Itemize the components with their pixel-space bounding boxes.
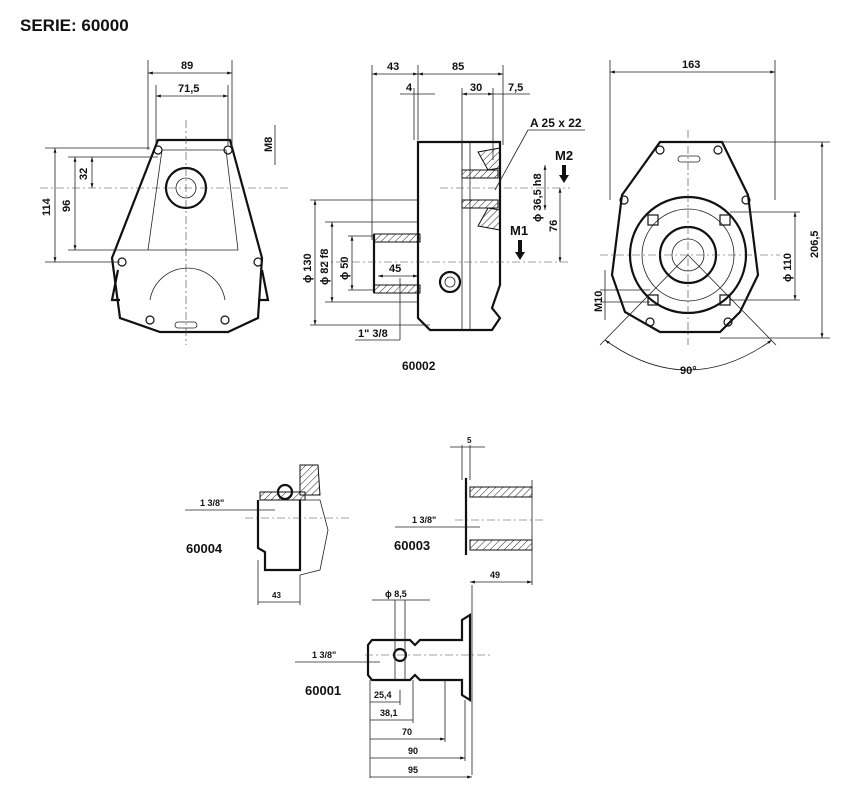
- shaft-size-60004: 1 3/8": [200, 498, 224, 508]
- variant-60003: 1 3/8" 60003 5 49: [394, 436, 545, 775]
- model-60003: 60003: [394, 538, 430, 553]
- dim-114: 114: [41, 197, 53, 216]
- dim-71-5: 71,5: [178, 83, 199, 95]
- series-title: SERIE: 60000: [20, 16, 129, 35]
- dim-25-4: 25,4: [374, 690, 392, 700]
- dim-163: 163: [682, 59, 700, 71]
- dim-43-60004: 43: [272, 591, 281, 600]
- key-label: A 25 x 22: [530, 116, 582, 130]
- dim-76: 76: [548, 220, 560, 232]
- thread-m10: M10: [593, 291, 605, 312]
- dim-38-1: 38,1: [380, 708, 398, 718]
- dim-95: 95: [408, 765, 418, 775]
- side-view-60002: 43 85 4 30 7,5 A 25 x 22 M2 M1 ϕ 36,5 h8…: [302, 61, 585, 373]
- dim-49: 49: [490, 570, 500, 580]
- dim-4: 4: [406, 82, 413, 94]
- thread-m8: M8: [263, 137, 275, 152]
- model-60002: 60002: [402, 359, 436, 373]
- dim-5: 5: [467, 436, 472, 445]
- shaft-size-60001: 1 3/8": [312, 650, 336, 660]
- dim-7-5: 7,5: [508, 82, 523, 94]
- dim-45: 45: [389, 263, 401, 275]
- model-60004: 60004: [186, 541, 223, 556]
- shaft-diameter: ϕ 36,5 h8: [532, 173, 544, 222]
- dim-32: 32: [78, 168, 90, 180]
- front-view: 89 71,5 114 96 32 M8: [40, 60, 290, 345]
- hole-diameter: ϕ 8,5: [385, 589, 407, 599]
- variant-60004: 1 3/8" 60004 43: [185, 464, 350, 605]
- dia-110: ϕ 110: [782, 253, 794, 282]
- dim-30: 30: [470, 82, 482, 94]
- thread-size: 1" 3/8: [358, 328, 388, 340]
- dia-50: ϕ 50: [339, 256, 351, 280]
- m2-label: M2: [555, 148, 573, 163]
- rear-view: 163 206,5 ϕ 110 M10 90°: [593, 59, 830, 377]
- dim-96: 96: [61, 200, 73, 212]
- m1-label: M1: [510, 223, 528, 238]
- variant-60001: 1 3/8" 60001 ϕ 8,5 25,4 38,1 70 90 95: [295, 589, 490, 779]
- model-60001: 60001: [305, 683, 341, 698]
- dim-89: 89: [181, 60, 193, 72]
- dia-130: ϕ 130: [302, 253, 314, 283]
- angle-90: 90°: [680, 365, 697, 377]
- shaft-size-60003: 1 3/8": [412, 515, 436, 525]
- dia-82-f8: ϕ 82 f8: [319, 249, 331, 285]
- dim-90: 90: [408, 746, 418, 756]
- dim-206-5: 206,5: [809, 230, 821, 258]
- dim-85: 85: [452, 61, 464, 73]
- dim-43: 43: [387, 61, 399, 73]
- dim-70: 70: [402, 727, 412, 737]
